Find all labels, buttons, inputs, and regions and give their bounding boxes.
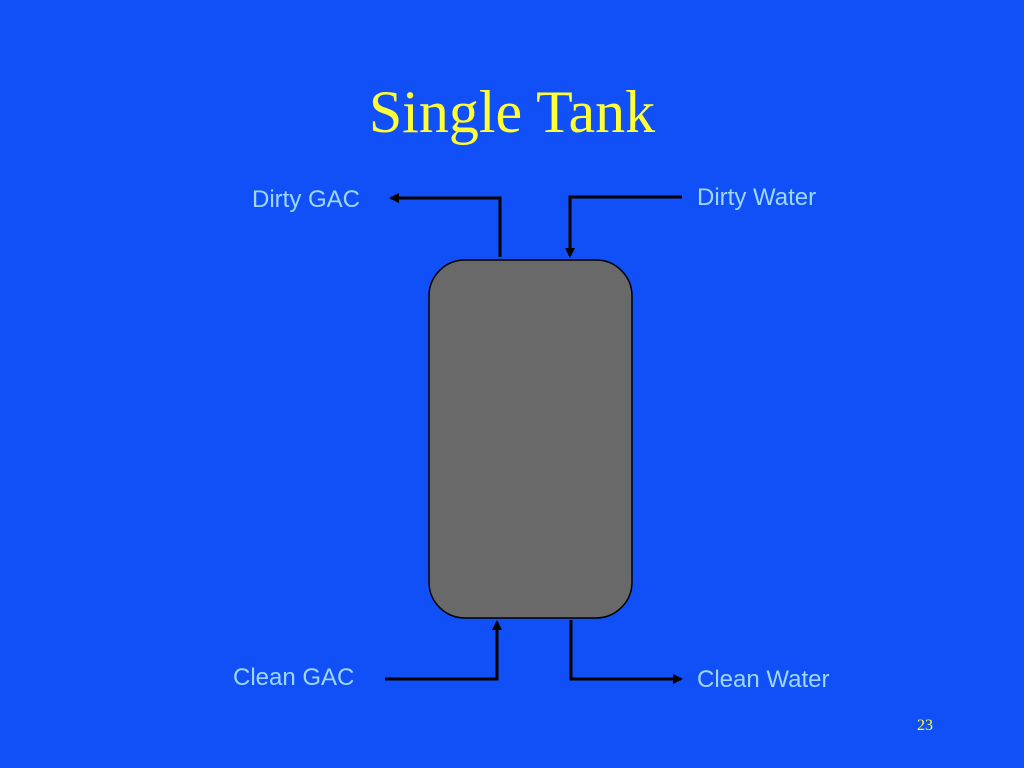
page-number: 23: [917, 717, 933, 734]
clean-gac-arrow: [385, 620, 502, 681]
clean-water-label: Clean Water: [697, 666, 830, 693]
dirty-water-label: Dirty Water: [697, 184, 817, 211]
tank-vessel: [428, 259, 633, 619]
dirty-gac-arrow: [389, 193, 502, 257]
clean-water-arrow: [569, 620, 683, 684]
slide-title: Single Tank: [368, 79, 656, 145]
clean-gac-label: Clean GAC: [233, 664, 355, 691]
dirty-water-arrow: [565, 195, 682, 258]
dirty-gac-label: Dirty GAC: [252, 186, 360, 213]
